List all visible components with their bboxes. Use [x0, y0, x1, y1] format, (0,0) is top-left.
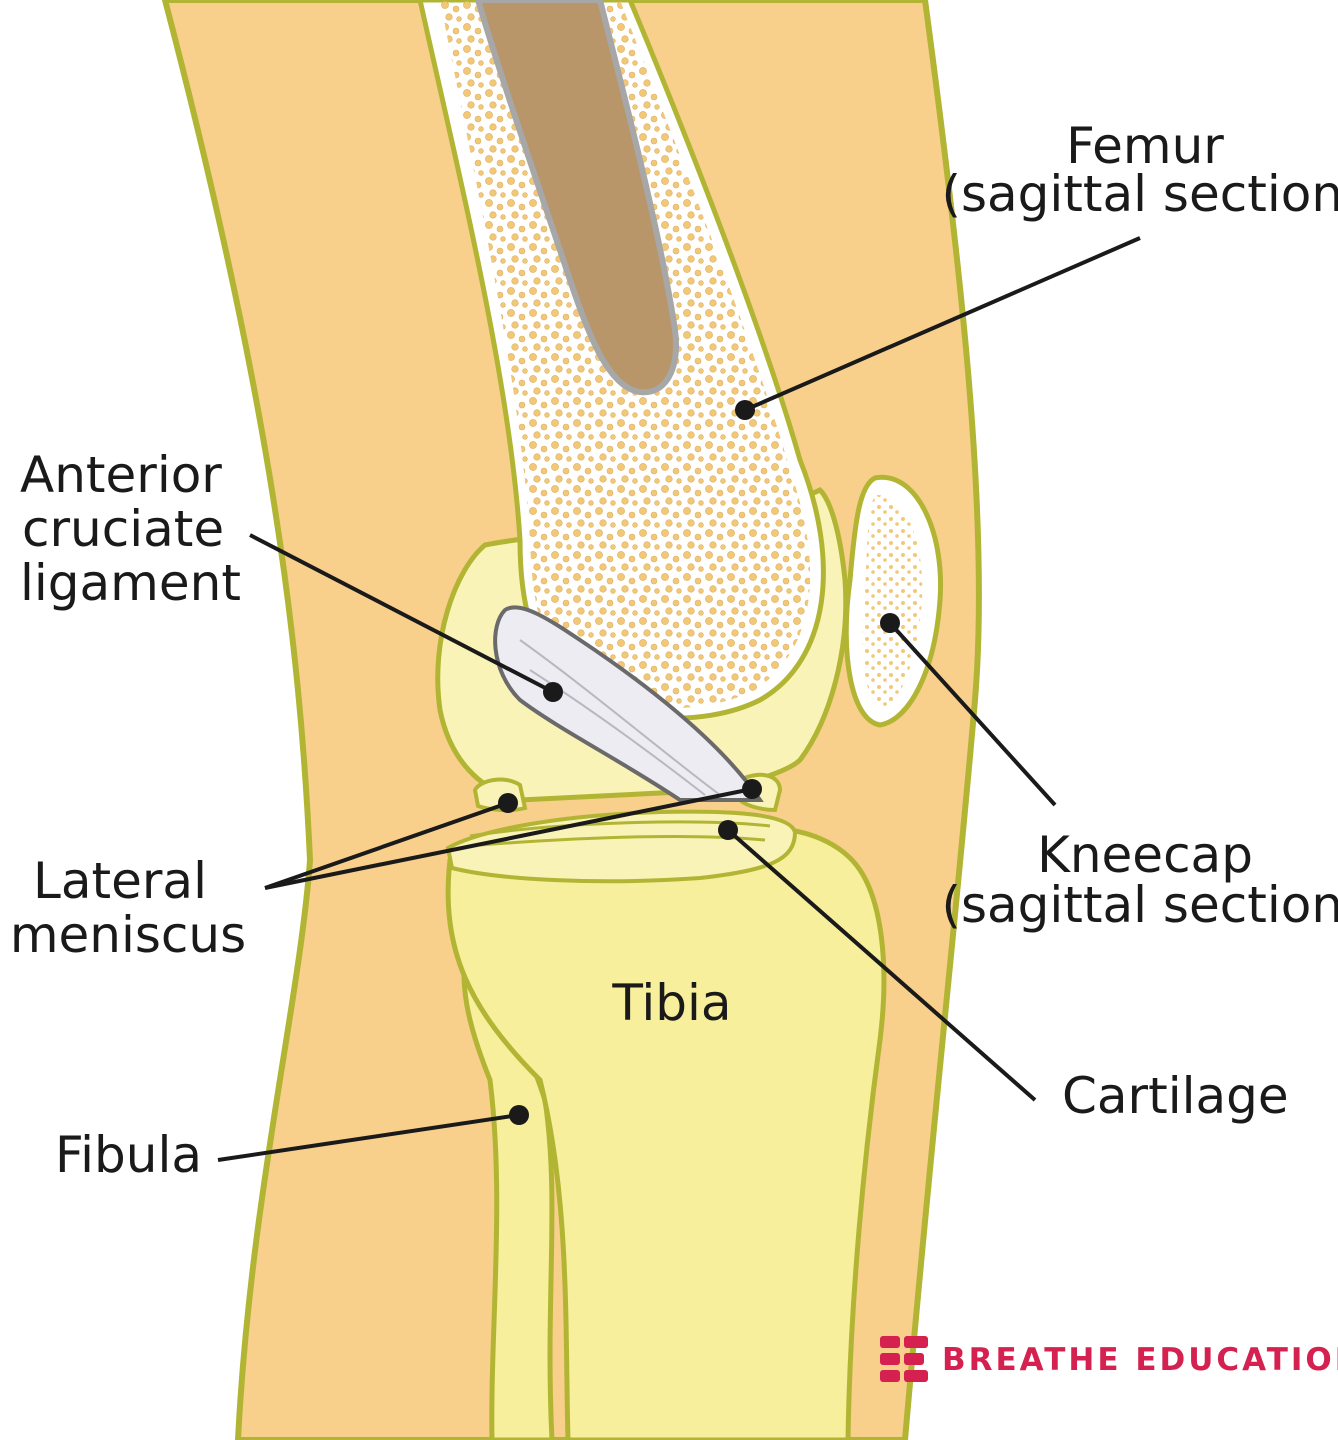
lateral-meniscus-label-line1: Lateral — [33, 852, 207, 910]
lateral-meniscus-label-line2: meniscus — [10, 906, 246, 964]
fibula-label: Fibula — [55, 1126, 202, 1184]
cartilage-label: Cartilage — [1062, 1067, 1289, 1125]
tibia-label: Tibia — [611, 974, 731, 1032]
acl-label-line2: cruciate — [22, 500, 224, 558]
femur-label-line2: (sagittal section) — [941, 165, 1338, 223]
breathe-logo-icon — [880, 1336, 928, 1382]
acl-label-line1: Anterior — [20, 446, 222, 504]
brand-name: BREATHE EDUCATION — [942, 1342, 1338, 1378]
kneecap-label-line2: (sagittal section) — [941, 876, 1338, 934]
acl-label-line3: ligament — [20, 554, 241, 612]
